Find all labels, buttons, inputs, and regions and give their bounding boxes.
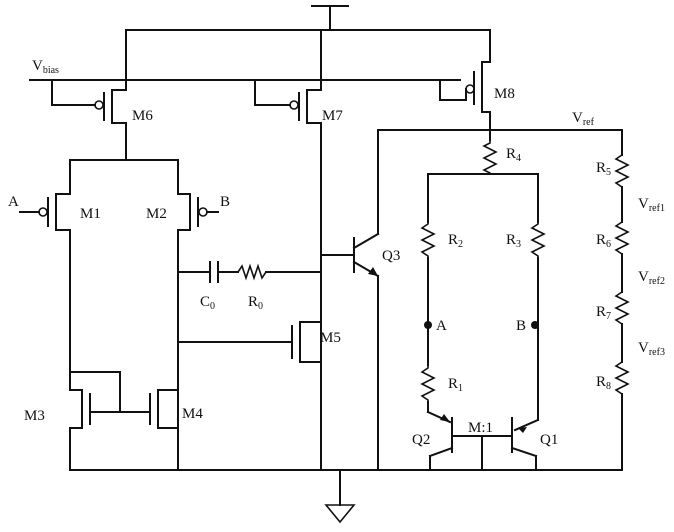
- compensation-network: [177, 261, 322, 283]
- r4-label: R4: [506, 146, 521, 164]
- m6-label: M6: [132, 108, 153, 124]
- vref2-label: Vref2: [638, 269, 665, 287]
- vref1-label: Vref1: [638, 196, 665, 214]
- q2-label: Q2: [412, 432, 430, 448]
- node-a-label: A: [436, 318, 447, 334]
- bandgap-core: [420, 140, 546, 471]
- ground-rail: [69, 469, 623, 524]
- node-b-dot: [531, 321, 539, 329]
- m1-m2-pair: [19, 159, 219, 471]
- m2-label: M2: [146, 206, 167, 222]
- c0-label: C0: [200, 294, 215, 312]
- m8-transistor: [439, 61, 491, 141]
- r8-label: R8: [596, 374, 611, 392]
- m3-m4-mirror: [69, 371, 179, 471]
- vbias-line: [29, 79, 461, 106]
- r2-label: R2: [448, 232, 463, 250]
- q1-label: Q1: [540, 432, 558, 448]
- r1-label: R1: [448, 376, 463, 394]
- m7-transistor: [254, 89, 322, 471]
- m7-label: M7: [322, 108, 343, 124]
- m5-transistor: [177, 321, 322, 363]
- vref-label: Vref: [572, 110, 595, 128]
- m3-label: M3: [24, 408, 45, 424]
- r6-label: R6: [596, 232, 611, 250]
- vbias-label: Vbias: [32, 58, 59, 76]
- r7-label: R7: [596, 304, 611, 322]
- mirror-ratio-label: M:1: [468, 420, 493, 436]
- m8-label: M8: [494, 86, 515, 102]
- r5-label: R5: [596, 160, 611, 178]
- gate-a-label: A: [8, 194, 19, 210]
- node-a-dot: [424, 321, 432, 329]
- r3-label: R3: [506, 232, 521, 250]
- q3-label: Q3: [382, 248, 400, 264]
- m6-transistor: [51, 89, 127, 161]
- reference-ladder: [614, 129, 630, 471]
- m5-label: M5: [320, 330, 341, 346]
- m1-label: M1: [80, 206, 101, 222]
- m4-label: M4: [182, 406, 203, 422]
- vref3-label: Vref3: [638, 340, 665, 358]
- vdd-symbol: [311, 5, 349, 31]
- q3-transistor: [320, 129, 623, 471]
- r0-label: R0: [248, 294, 263, 312]
- node-b-label: B: [516, 318, 526, 334]
- gate-b-label: B: [220, 194, 230, 210]
